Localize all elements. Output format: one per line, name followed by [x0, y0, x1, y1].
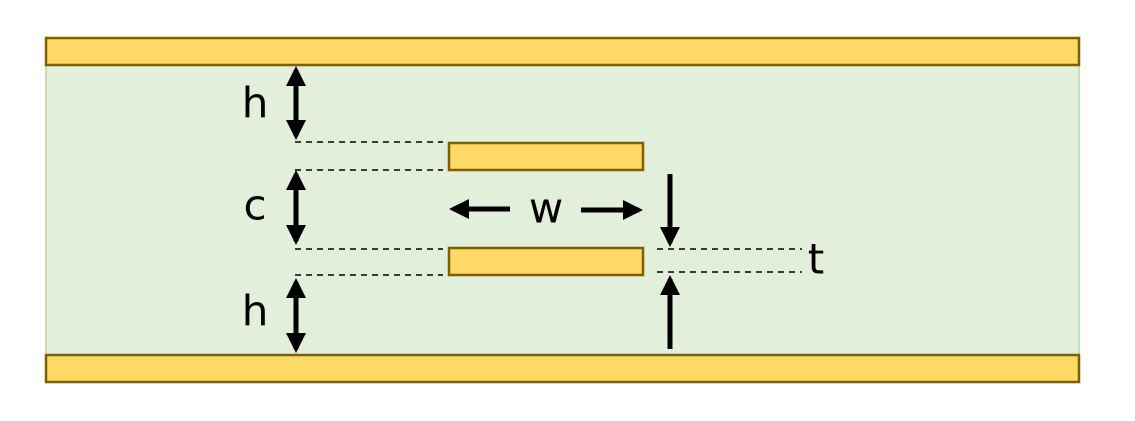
h-bottom-label: h [242, 287, 269, 336]
w-label: w [529, 184, 563, 233]
t-label: t [808, 235, 824, 284]
dielectric-layer [45, 63, 1080, 356]
c-label: c [243, 181, 266, 230]
bottom-ground-plane [44, 353, 1081, 384]
lower-trace [447, 246, 645, 277]
upper-trace [447, 141, 645, 172]
top-ground-plane [44, 36, 1081, 67]
h-top-label: h [242, 79, 269, 128]
reference-lines [295, 141, 802, 276]
